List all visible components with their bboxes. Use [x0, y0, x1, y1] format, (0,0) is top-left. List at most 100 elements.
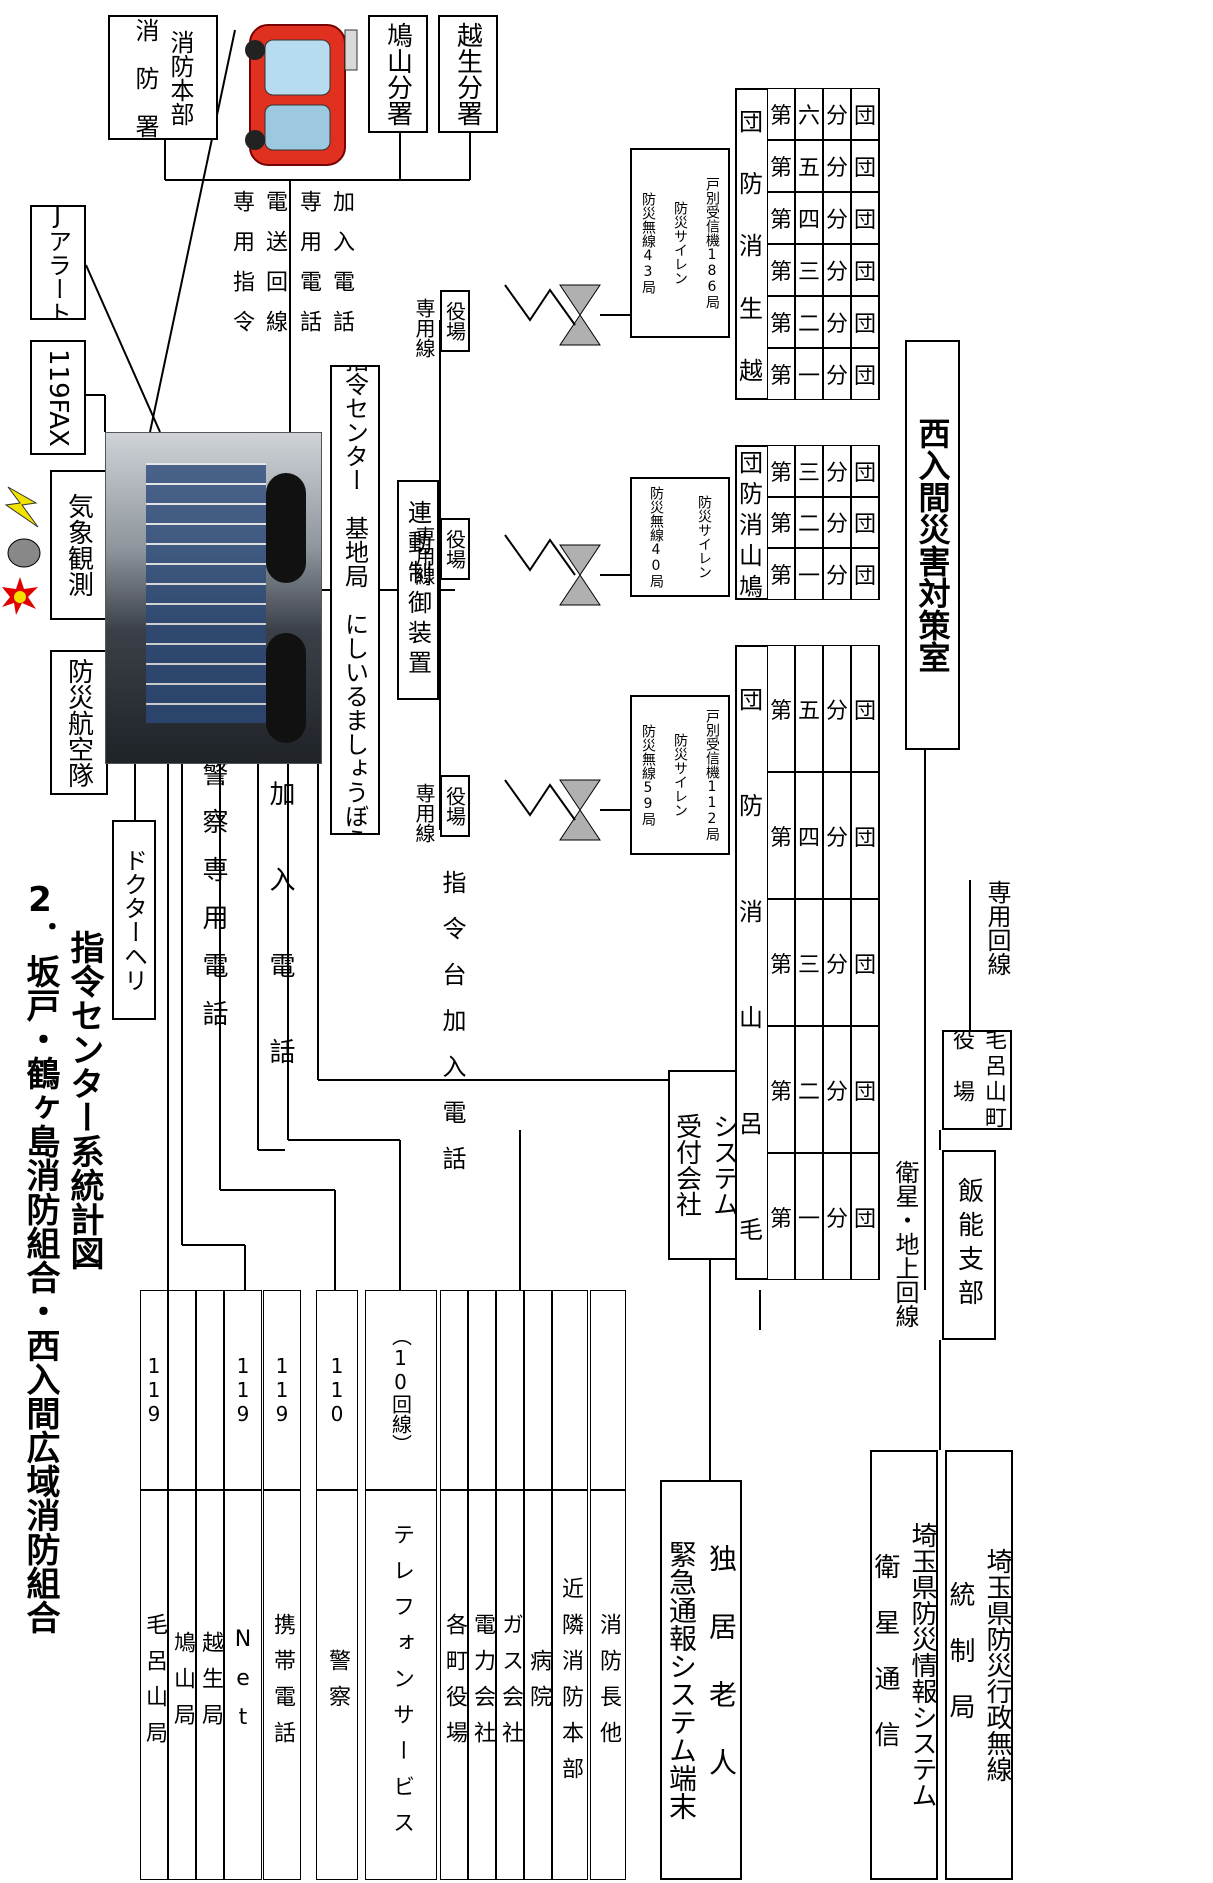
source-row-5-value: 110	[316, 1290, 358, 1490]
brigade-0-unit-3-char: 団	[851, 772, 879, 899]
brigade-0-equip-1: 防災サイレン	[672, 733, 688, 817]
control-station-label: 統制局	[945, 1581, 975, 1749]
brigade-0-unit-0-char: 団	[851, 1153, 879, 1280]
source-row-1-name: 鳩山局	[168, 1490, 196, 1880]
fire-truck-icon	[235, 10, 360, 180]
brigade-0-unit-1-char: 団	[851, 1026, 879, 1153]
brigade-2-equip-1: 防災サイレン	[672, 201, 688, 285]
office-label: 役場	[442, 786, 467, 826]
source-row-0-name: 毛呂山局	[140, 1490, 168, 1880]
valve-icon	[559, 779, 601, 811]
brigade-2-unit-2-char: 第	[767, 244, 795, 296]
source-row-0-value: 119	[140, 1290, 168, 1490]
brigade-2-name-char: 消	[735, 212, 767, 276]
brigade-1-name-char: 山	[735, 538, 767, 570]
brigade-2-unit-5-char: 六	[795, 88, 823, 140]
brigade-1-unit-1-char: 団	[851, 496, 879, 549]
system-reception-company: システム 受付会社	[668, 1070, 743, 1260]
diagram-title-line1: 2．坂戸・鶴ヶ島消防組合・西入間広域消防組合	[20, 880, 60, 1634]
brigade-0-name-char: 防	[735, 750, 767, 857]
brigade-2-unit-0-char: 分	[823, 348, 851, 400]
saitama-info-label: 埼玉県防災情報システム	[907, 1522, 937, 1808]
brigade-2-unit-3-char: 四	[795, 192, 823, 244]
source-row-7-name: 各町役場	[440, 1490, 468, 1880]
source-row-3-name: Net	[224, 1490, 262, 1880]
command-phone-label: 指令台加入電話	[438, 870, 466, 1192]
brigade-1-unit-2-char: 分	[823, 445, 851, 497]
brigade-2-unit-2-char: 分	[823, 244, 851, 296]
valve-icon	[559, 314, 601, 346]
dedicated-circuit-label: 専用回線	[983, 880, 1011, 976]
brigade-2-unit-4-char: 第	[767, 140, 795, 192]
moroyama-town-label: 毛呂山町	[981, 1030, 1006, 1130]
command-center-label: 指令センター 基地局 にしいるましょうぼう	[340, 365, 369, 835]
brigade-0-name-char: 山	[735, 962, 767, 1069]
brigade-1-equip-0: 防災サイレン	[696, 495, 712, 579]
source-row-5-name: 警察	[316, 1490, 358, 1880]
doctor-heli-box: ドクターヘリ	[112, 820, 156, 1020]
source-row-8-name: 電力会社	[468, 1490, 496, 1880]
brigade-2-equip-2: 防災無線43局	[640, 192, 656, 294]
source-row-12-blank	[590, 1290, 626, 1490]
brigade-0-unit-3-char: 分	[823, 772, 851, 899]
brigade-2-unit-4-char: 分	[823, 140, 851, 192]
brigade-0-name-char: 毛	[735, 1174, 767, 1280]
brigade-1-name-char: 団	[735, 445, 767, 477]
brigade-1-unit-0-char: 分	[823, 548, 851, 600]
disaster-office-label: 西入間災害対策室	[913, 417, 952, 673]
source-row-6-name: テレフォンサービス	[365, 1490, 437, 1880]
source-row-11-blank	[552, 1290, 588, 1490]
source-row-12-name: 消防長他	[590, 1490, 626, 1880]
brigade-1-unit-1-char: 第	[767, 496, 795, 549]
lightning-icon	[2, 485, 42, 529]
brigade-1-office: 役場	[440, 518, 470, 580]
brigade-0-unit-1-char: 第	[767, 1026, 795, 1153]
brigade-1-equip-1: 防災無線40局	[648, 486, 664, 588]
brigade-0-unit-4-char: 分	[823, 645, 851, 772]
air-corps-box: 防災航空隊	[50, 650, 108, 795]
valve-icon	[559, 574, 601, 606]
source-row-10-blank	[524, 1290, 552, 1490]
brigade-1-name-char: 消	[735, 507, 767, 539]
saitama-info-system: 埼玉県防災情報システム 衛星通信	[870, 1450, 938, 1880]
brigade-1-equipment: 防災サイレン 防災無線40局	[630, 477, 730, 597]
system-label: システム	[708, 1113, 739, 1217]
brigade-2-unit-3-char: 分	[823, 192, 851, 244]
fire-hq-label: 消防本部	[166, 29, 194, 126]
command-center-photo	[105, 432, 322, 764]
doctor-heli-label: ドクターヘリ	[119, 848, 148, 992]
brigade-0-unit-0-char: 第	[767, 1153, 795, 1280]
brigade-0-name-char: 呂	[735, 1068, 767, 1175]
brigade-2-unit-0-char: 第	[767, 348, 795, 400]
command-center-box: 指令センター 基地局 にしいるましょうぼう	[330, 365, 380, 835]
brigade-0-office: 役場	[440, 775, 470, 837]
source-row-1-blank	[168, 1290, 196, 1490]
brigade-1-name-char: 鳩	[735, 569, 767, 601]
brigade-2-unit-1-char: 団	[851, 296, 879, 348]
brigade-0-dedicated-line: 専用線	[412, 783, 436, 843]
brigade-2-unit-3-char: 団	[851, 192, 879, 244]
brigade-0-unit-1-char: 分	[823, 1026, 851, 1153]
brigade-2-unit-4-char: 五	[795, 140, 823, 192]
linked-control-label: 連動制御装置	[403, 500, 432, 680]
brigade-1-unit-2-char: 団	[851, 445, 879, 497]
brigade-2-unit-1-char: 第	[767, 296, 795, 348]
source-row-6-value: （10回線）	[365, 1290, 437, 1490]
wire-jalert	[85, 264, 161, 433]
brigade-2-name-char: 防	[735, 150, 767, 213]
hanno-label: 飯能支部	[953, 1177, 984, 1313]
brigade-0-unit-2-char: 三	[795, 899, 823, 1026]
wire-antenna	[149, 29, 236, 433]
brigade-2-unit-5-char: 分	[823, 88, 851, 140]
brigade-2-equipment: 戸別受信機186局防災サイレン防災無線43局	[630, 148, 730, 338]
radio-wave-3	[504, 284, 576, 326]
brigade-0-unit-4-char: 団	[851, 645, 879, 772]
jalert-label: Jアラート	[43, 205, 72, 320]
dedicated-phone-label: 専用電話	[296, 190, 321, 350]
brigade-2-unit-5-char: 第	[767, 88, 795, 140]
brigade-1-dedicated-line: 専用線	[412, 526, 436, 586]
siren-icon	[0, 575, 40, 615]
fire-hq-box: 消防本部 消 防 署	[108, 15, 218, 140]
